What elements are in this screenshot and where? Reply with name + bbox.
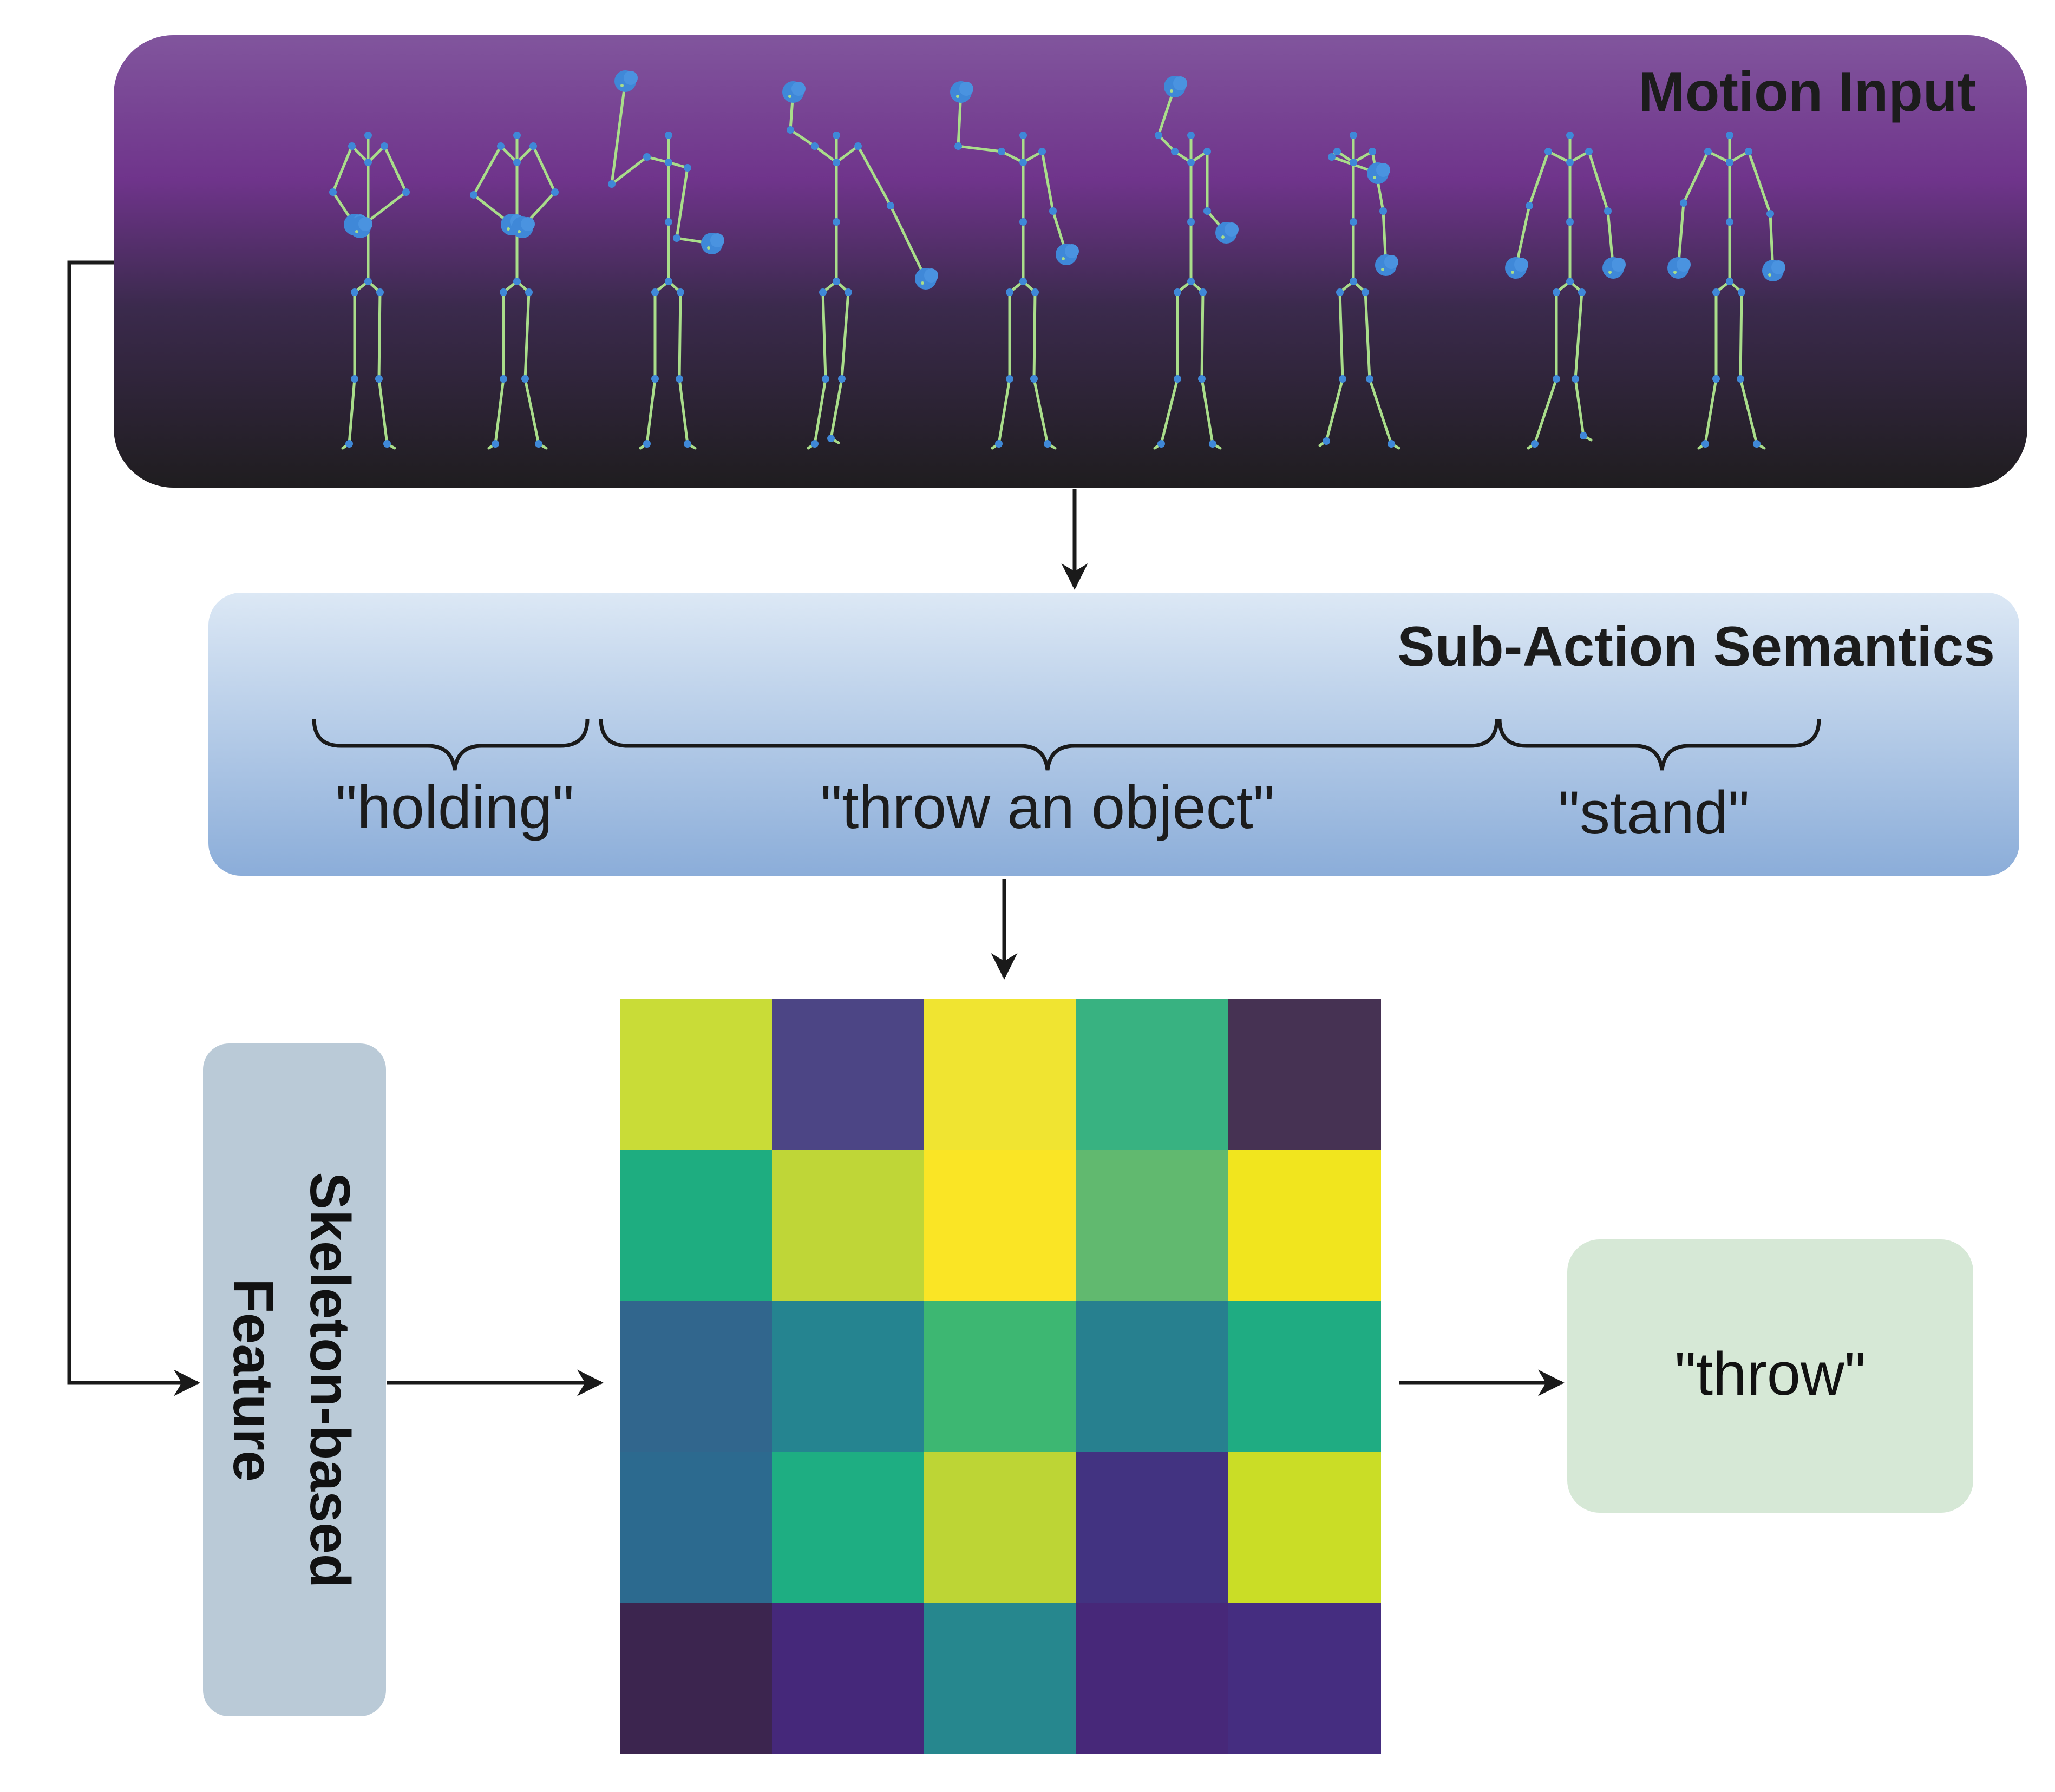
heatmap-cell [924,1150,1077,1301]
heatmap-cell [620,1603,773,1754]
brace-stand [1497,718,1821,771]
heatmap-cell [1228,999,1381,1150]
skeleton-figure-icon [782,81,938,450]
output-background [1567,1239,1973,1513]
sub-action-panel: Sub-Action Semantics "holding" "throw an… [208,593,2019,876]
skeleton-figure-icon [1667,132,1785,450]
heatmap-cell [1228,1603,1381,1754]
segment-label-throw-an-object: "throw an object" [820,773,1274,841]
skeleton-sequence [329,70,1785,450]
skeleton-feature-box: Skeleton-based Feature [203,1043,386,1716]
attention-heatmap [620,999,1381,1754]
skeleton-feature-background [203,1043,386,1716]
heatmap-cell [772,1603,925,1754]
connectors [67,260,1565,1396]
heatmap-cell [924,1301,1077,1452]
heatmap-cell [1076,999,1229,1150]
skeleton-figure-icon [608,70,724,450]
heatmap-cell [772,1452,925,1603]
motion-input-panel: Motion Input [114,35,2027,488]
skeleton-figure-icon [329,132,410,450]
skeleton-feature-label-line2: Feature [221,1278,284,1482]
skeleton-figure-icon [1505,132,1626,450]
brace-holding [312,718,590,771]
segment-label-holding: "holding" [336,773,574,841]
sub-action-title: Sub-Action Semantics [1397,615,1995,678]
arrow-motion-to-skeleton-feature [67,260,200,1396]
heatmap-cell [924,1603,1077,1754]
heatmap-cell [772,1150,925,1301]
heatmap-cell [1076,1301,1229,1452]
heatmap-cell [1228,1452,1381,1603]
heatmap-cell [620,999,773,1150]
skeleton-figure-icon [1153,76,1239,450]
heatmap-cell [1228,1301,1381,1452]
heatmap-cell [620,1301,773,1452]
heatmap-cell [924,1452,1077,1603]
motion-input-title: Motion Input [1638,61,1976,123]
heatmap-cell [772,999,925,1150]
output-label: "throw" [1674,1340,1866,1408]
heatmap-cell [772,1301,925,1452]
heatmap-cell [620,1150,773,1301]
output-box: "throw" [1567,1239,1973,1513]
skeleton-figure-icon [470,132,559,450]
heatmap-cell [1228,1150,1381,1301]
heatmap-cell [1076,1603,1229,1754]
skeleton-figure-icon [950,81,1079,450]
heatmap-cell [1076,1452,1229,1603]
sub-action-background [208,593,2019,876]
segment-label-stand: "stand" [1558,779,1750,846]
heatmap-cell [620,1452,773,1603]
skeleton-feature-label-line1: Skeleton-based [298,1172,361,1588]
skeleton-figure-icon [1318,132,1400,450]
brace-throw-an-object [599,718,1499,771]
heatmap-cell [924,999,1077,1150]
heatmap-cell [1076,1150,1229,1301]
